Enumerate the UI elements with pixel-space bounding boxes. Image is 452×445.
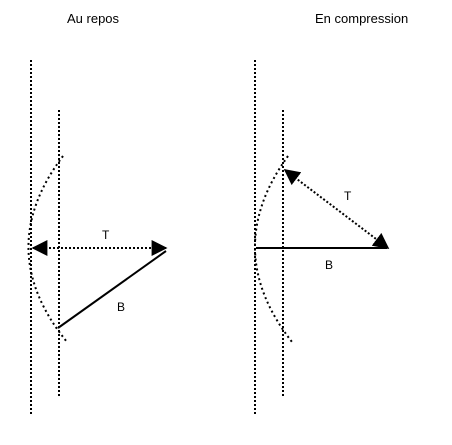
panel-en-compression bbox=[254, 60, 390, 414]
label-t-right: T bbox=[344, 189, 352, 203]
rotation-arc-right bbox=[254, 155, 293, 343]
rotation-arc-left bbox=[27, 155, 68, 343]
panel-au-repos bbox=[27, 60, 168, 414]
label-t-left: T bbox=[102, 228, 110, 242]
label-b-right: B bbox=[325, 258, 334, 272]
label-b-left: B bbox=[117, 300, 126, 314]
title-au-repos: Au repos bbox=[67, 11, 120, 26]
tension-arrow-right bbox=[283, 169, 390, 249]
bar-b-left bbox=[57, 250, 167, 329]
title-en-compression: En compression bbox=[315, 11, 409, 26]
